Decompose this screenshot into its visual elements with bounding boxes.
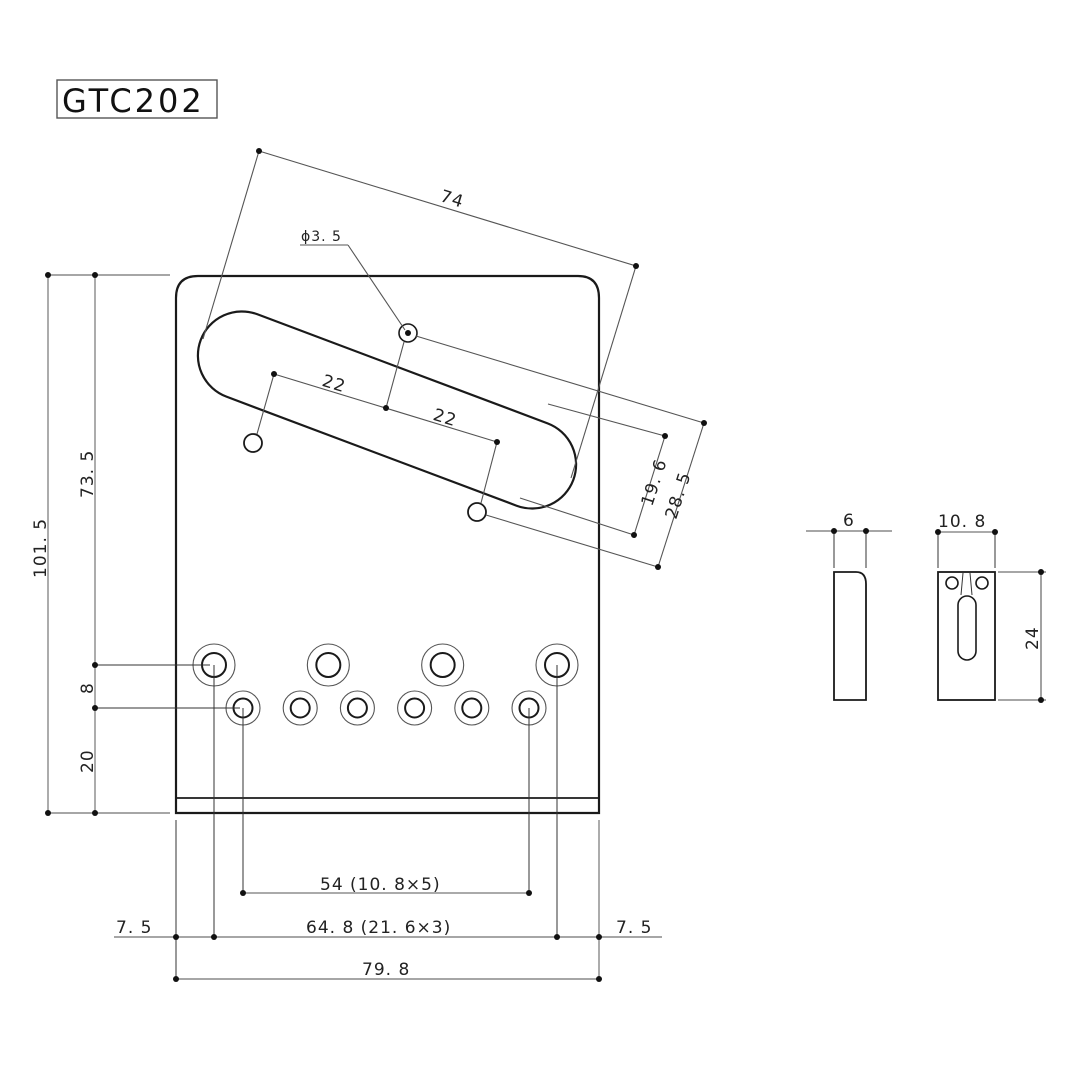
dim-dot bbox=[494, 439, 500, 445]
dim-dot bbox=[92, 810, 98, 816]
hole bbox=[289, 697, 311, 719]
label-6: 6 bbox=[843, 511, 855, 531]
model-title: GTC202 bbox=[62, 82, 205, 120]
dim-dot bbox=[631, 532, 637, 538]
mount-hole bbox=[306, 643, 350, 687]
dim-dot bbox=[211, 934, 217, 940]
dim-dot bbox=[526, 890, 532, 896]
dim-dot bbox=[92, 662, 98, 668]
saddle-side-outline bbox=[833, 571, 867, 701]
dim-dot bbox=[863, 528, 869, 534]
plate-outline bbox=[174, 274, 601, 815]
ext-line-slot-bottom bbox=[519, 497, 635, 536]
dim-dot bbox=[256, 148, 262, 154]
dim-dot bbox=[596, 976, 602, 982]
label-7-5-right: 7. 5 bbox=[616, 918, 652, 938]
dim-line-74 bbox=[258, 150, 637, 267]
countersink-ring bbox=[421, 643, 465, 687]
dim-dot bbox=[240, 890, 246, 896]
dim-dot bbox=[831, 528, 837, 534]
countersink-ring bbox=[306, 643, 350, 687]
ext-line-slot-top bbox=[547, 403, 666, 437]
label-10-8: 10. 8 bbox=[938, 512, 986, 532]
dim-dot bbox=[701, 420, 707, 426]
label-79-8: 79. 8 bbox=[362, 960, 410, 980]
mount-screw-hole bbox=[398, 323, 418, 343]
saddle-side-view: 6 bbox=[806, 511, 892, 701]
pickup-slot-outline bbox=[196, 310, 578, 510]
pickup-screw-hole-left bbox=[243, 433, 263, 453]
dim-dot bbox=[271, 371, 277, 377]
countersink-ring bbox=[339, 690, 375, 726]
dim-dot bbox=[173, 976, 179, 982]
dim-dot bbox=[662, 433, 668, 439]
label-phi-3-5: ϕ3. 5 bbox=[301, 229, 342, 245]
dim-dot bbox=[92, 272, 98, 278]
hole bbox=[429, 652, 456, 678]
label-54: 54 (10. 8×5) bbox=[320, 875, 441, 895]
dim-dot bbox=[1038, 697, 1044, 703]
hole bbox=[346, 697, 368, 719]
title-frame bbox=[56, 79, 218, 119]
saddle-screw-hole-right bbox=[975, 576, 989, 590]
saddle-screw-hole-left bbox=[945, 576, 959, 590]
hole bbox=[315, 652, 342, 678]
label-7-5-left: 7. 5 bbox=[116, 918, 152, 938]
label-64-8: 64. 8 (21. 6×3) bbox=[306, 918, 451, 938]
dim-dot bbox=[383, 405, 389, 411]
label-8: 8 bbox=[78, 682, 98, 694]
ext-line-bottom-hole bbox=[485, 514, 659, 568]
saddle-height-slot bbox=[957, 595, 977, 661]
label-24: 24 bbox=[1023, 626, 1043, 650]
label-22-left: 22 bbox=[320, 371, 348, 397]
dim-dot bbox=[633, 263, 639, 269]
pickup-screw-hole-right bbox=[467, 502, 487, 522]
dim-dot bbox=[173, 934, 179, 940]
string-hole bbox=[397, 690, 433, 726]
string-hole bbox=[339, 690, 375, 726]
ext-line-22-left bbox=[256, 373, 275, 435]
countersink-ring bbox=[454, 690, 490, 726]
countersink-ring bbox=[282, 690, 318, 726]
pickup-slot bbox=[196, 310, 578, 510]
ext-line-74-right bbox=[570, 265, 637, 479]
mount-screw-center bbox=[405, 330, 411, 336]
string-hole bbox=[282, 690, 318, 726]
label-101-5: 101. 5 bbox=[31, 518, 51, 578]
bridge-plate bbox=[174, 274, 601, 815]
saddle-front-outline bbox=[937, 571, 996, 701]
dim-line-28-5 bbox=[657, 422, 705, 568]
label-73-5: 73. 5 bbox=[78, 450, 98, 498]
label-20: 20 bbox=[78, 749, 98, 773]
label-74: 74 bbox=[438, 187, 466, 213]
hole bbox=[404, 697, 426, 719]
hole-rows bbox=[192, 643, 579, 726]
dim-dot bbox=[935, 529, 941, 535]
mount-hole bbox=[421, 643, 465, 687]
dim-dot bbox=[992, 529, 998, 535]
dim-dot bbox=[596, 934, 602, 940]
countersink-ring bbox=[397, 690, 433, 726]
dim-dot bbox=[45, 810, 51, 816]
ext-line-74-left bbox=[202, 150, 260, 340]
dim-line-19-6 bbox=[633, 435, 666, 536]
dim-dot bbox=[1038, 569, 1044, 575]
dim-dot bbox=[45, 272, 51, 278]
ext-line-22-right bbox=[480, 441, 498, 504]
leader-phi-diag bbox=[347, 244, 406, 331]
saddle-string-groove bbox=[960, 572, 973, 596]
dim-dot bbox=[92, 705, 98, 711]
dim-dot bbox=[655, 564, 661, 570]
ext-line-22-center bbox=[385, 341, 405, 409]
label-22-right: 22 bbox=[431, 405, 459, 431]
title-block: GTC202 bbox=[56, 79, 218, 120]
hole bbox=[461, 697, 483, 719]
dimensions-main: 74 ϕ3. 5 22 22 19. 6 28. 5 bbox=[31, 148, 707, 982]
ext-line-top-hole bbox=[415, 335, 705, 424]
string-hole bbox=[454, 690, 490, 726]
saddle-front-view: 10. 8 24 bbox=[935, 512, 1046, 703]
dim-dot bbox=[554, 934, 560, 940]
